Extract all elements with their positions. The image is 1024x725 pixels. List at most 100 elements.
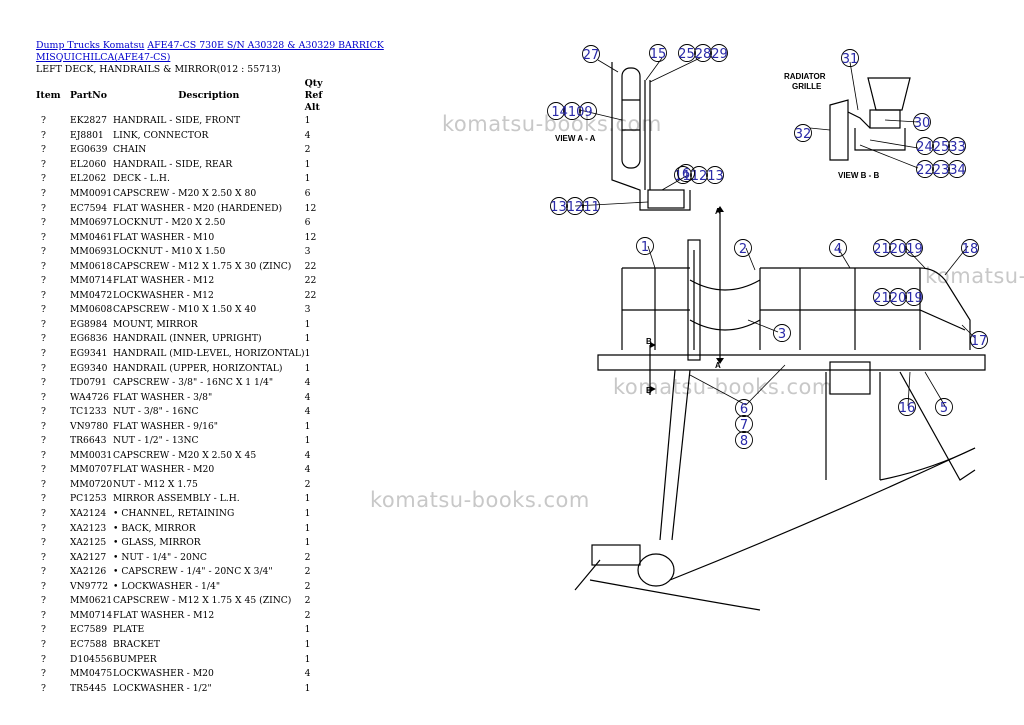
cell-item: ? bbox=[41, 188, 46, 199]
cell-qty: 2 bbox=[304, 566, 311, 578]
grille-label: GRILLE bbox=[792, 82, 822, 91]
cell-partno: MM0707 bbox=[70, 464, 113, 476]
cell-qty: 4 bbox=[304, 129, 311, 141]
callout-c16[interactable]: 16 bbox=[898, 398, 916, 417]
cell-item: ? bbox=[41, 275, 46, 287]
callout-circle bbox=[905, 239, 923, 257]
callout-circle bbox=[566, 197, 584, 215]
cell-item: ? bbox=[41, 129, 46, 141]
callout-number: 6 bbox=[740, 402, 748, 417]
callout-c222334[interactable]: 222334 bbox=[916, 160, 966, 179]
cell-item: ? bbox=[41, 624, 46, 636]
callout-c7[interactable]: 7 bbox=[735, 415, 753, 434]
breadcrumb-category-link[interactable]: Dump Trucks Komatsu bbox=[36, 40, 145, 51]
cell-qty: 1 bbox=[304, 173, 311, 185]
callout-c2[interactable]: 2 bbox=[734, 239, 752, 258]
cell-item: ? bbox=[41, 668, 46, 680]
callout-c4[interactable]: 4 bbox=[829, 239, 847, 258]
cell-partno: MM0714 bbox=[70, 275, 113, 287]
breadcrumb-model-link[interactable]: AFE47-CS 730E S/N A30328 & A30329 BARRIC… bbox=[36, 40, 384, 63]
callout-number: 2 bbox=[739, 242, 747, 257]
cell-partno: XA2124 bbox=[70, 508, 107, 520]
callout-circle bbox=[898, 398, 916, 416]
callout-number: 212019 bbox=[873, 242, 923, 257]
cell-qty: 22 bbox=[304, 260, 317, 272]
parts-diagram: VIEW A - A VIEW B - B RADIATOR GRILLE A … bbox=[547, 44, 988, 611]
cell-description: CAPSCREW - 3/8" - 16NC X 1 1/4" bbox=[113, 377, 274, 389]
callout-c252829[interactable]: 252829 bbox=[678, 44, 728, 63]
callout-number: 30 bbox=[914, 116, 931, 131]
callout-c5[interactable]: 5 bbox=[935, 398, 953, 417]
cell-partno: EL2062 bbox=[70, 173, 107, 185]
callout-circle bbox=[935, 398, 953, 416]
cell-qty: 1 bbox=[304, 115, 311, 127]
callout-number: 3 bbox=[778, 327, 786, 342]
cell-description: CAPSCREW - M20 X 2.50 X 80 bbox=[113, 188, 257, 199]
callout-circle bbox=[873, 239, 891, 257]
section-a-bottom: A bbox=[715, 361, 721, 370]
callout-number: 6 bbox=[682, 167, 690, 182]
callout-number: 18 bbox=[962, 242, 979, 257]
parts-table: Item PartNo Description Qty Ref Alt ?EK2… bbox=[36, 78, 325, 696]
callout-circle bbox=[829, 239, 847, 257]
callout-c18[interactable]: 18 bbox=[961, 239, 979, 258]
cell-description: LOCKWASHER - 1/2" bbox=[113, 682, 212, 694]
callout-circle bbox=[948, 137, 966, 155]
callout-circle bbox=[913, 113, 931, 131]
cell-partno: VN9780 bbox=[70, 420, 109, 432]
callout-c242533[interactable]: 242533 bbox=[916, 137, 966, 156]
cell-description: CAPSCREW - M10 X 1.50 X 40 bbox=[113, 304, 257, 316]
callout-number: 16 bbox=[899, 401, 916, 416]
cell-description: • LOCKWASHER - 1/4" bbox=[113, 580, 221, 592]
cell-partno: MM0720 bbox=[70, 478, 113, 490]
breadcrumb: Dump Trucks Komatsu AFE47-CS 730E S/N A3… bbox=[36, 40, 476, 64]
cell-qty: 2 bbox=[304, 595, 311, 607]
view-b-grille bbox=[829, 99, 849, 161]
cell-description: CAPSCREW - M20 X 2.50 X 45 bbox=[113, 449, 257, 461]
callout-number: 222334 bbox=[916, 163, 966, 178]
callout-c32[interactable]: 32 bbox=[794, 124, 812, 143]
callout-c212019b[interactable]: 212019 bbox=[873, 288, 923, 307]
callout-c6[interactable]: 6 bbox=[677, 164, 695, 183]
col-part-header: PartNo bbox=[70, 90, 107, 101]
callout-circle bbox=[649, 44, 667, 62]
callout-c6b[interactable]: 6 bbox=[735, 399, 753, 418]
view-b-label: VIEW B - B bbox=[838, 171, 880, 180]
cell-item: ? bbox=[41, 173, 46, 185]
cell-item: ? bbox=[41, 449, 46, 461]
callout-number: 131211 bbox=[550, 200, 600, 215]
callout-c17[interactable]: 17 bbox=[970, 331, 988, 350]
callout-c27[interactable]: 27 bbox=[582, 45, 600, 64]
cell-item: ? bbox=[41, 420, 46, 432]
callout-c131211[interactable]: 131211 bbox=[550, 197, 600, 216]
callout-c14109[interactable]: 14109 bbox=[547, 102, 597, 121]
cell-qty: 6 bbox=[304, 188, 311, 199]
cell-qty: 1 bbox=[304, 348, 311, 360]
callout-c30[interactable]: 30 bbox=[913, 113, 931, 132]
cell-item: ? bbox=[41, 246, 46, 258]
callout-c212019a[interactable]: 212019 bbox=[873, 239, 923, 258]
callout-number: 14109 bbox=[551, 105, 592, 120]
callout-c15[interactable]: 15 bbox=[649, 44, 667, 63]
cell-qty: 3 bbox=[304, 304, 311, 316]
callout-c3[interactable]: 3 bbox=[773, 324, 791, 343]
callout-c8[interactable]: 8 bbox=[735, 431, 753, 450]
callout-c1[interactable]: 1 bbox=[636, 237, 654, 256]
cell-description: NUT - 3/8" - 16NC bbox=[113, 406, 199, 418]
callout-c111213a[interactable]: 111213 bbox=[674, 166, 724, 185]
view-a-outline bbox=[611, 62, 691, 211]
callout-circle bbox=[961, 239, 979, 257]
cell-qty: 1 bbox=[304, 493, 311, 505]
cell-item: ? bbox=[41, 362, 46, 374]
callout-circle bbox=[735, 431, 753, 449]
callout-c31[interactable]: 31 bbox=[841, 49, 859, 68]
handrail-rear bbox=[760, 267, 971, 350]
